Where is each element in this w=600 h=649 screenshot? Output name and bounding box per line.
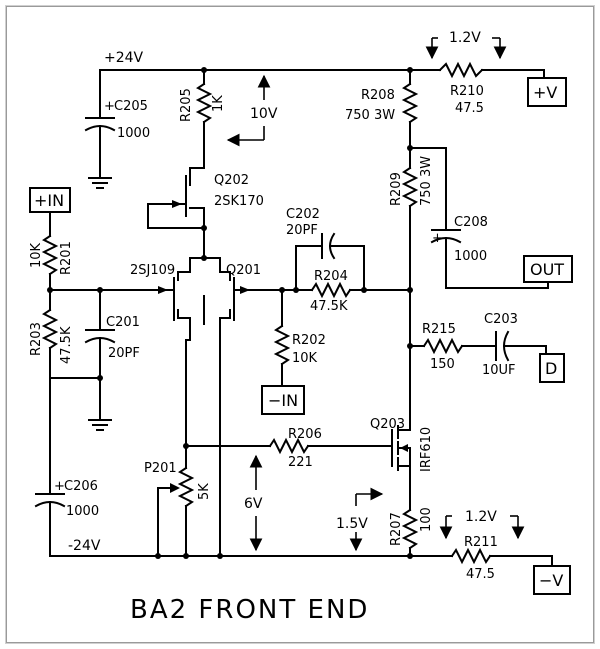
r208-ref: R208 xyxy=(361,88,395,103)
r208-value: 750 3W xyxy=(345,108,395,123)
r209 xyxy=(401,147,419,291)
r215-value: 150 xyxy=(430,357,455,372)
r211-value: 47.5 xyxy=(466,567,495,582)
v1-2-top-label: 1.2V xyxy=(449,30,481,46)
v1-2-bot-label: 1.2V xyxy=(465,509,497,525)
c205-plus: + xyxy=(104,99,115,114)
r207-ref: R207 xyxy=(389,512,404,546)
in-neg-label: −IN xyxy=(268,391,298,410)
r207-value: 100 xyxy=(419,507,434,532)
r210-ref: R210 xyxy=(450,84,484,99)
r206-value: 221 xyxy=(288,455,313,470)
q202 xyxy=(147,167,207,259)
c208-ref: C208 xyxy=(454,215,488,230)
c205-value: 1000 xyxy=(117,126,150,141)
pos-rail-label: +24V xyxy=(104,50,144,66)
vpos-label: +V xyxy=(533,83,557,102)
r205 xyxy=(195,69,213,169)
c201 xyxy=(84,289,116,431)
c205 xyxy=(84,69,116,189)
q203 xyxy=(391,345,411,497)
c206-plus: + xyxy=(54,479,65,494)
q201-part: 2SJ109 xyxy=(130,263,175,278)
r208 xyxy=(401,69,419,151)
c205-ref: C205 xyxy=(114,99,148,114)
v10-label: 10V xyxy=(250,106,278,122)
r201-value: 10K xyxy=(29,242,44,268)
r206-ref: R206 xyxy=(288,427,322,442)
c208-value: 1000 xyxy=(454,249,487,264)
c206-ref: C206 xyxy=(64,479,98,494)
v6-label: 6V xyxy=(244,496,263,512)
r203-value: 47.5K xyxy=(59,326,74,364)
feedback-network xyxy=(289,232,413,299)
q202-part: 2SK170 xyxy=(214,194,264,209)
d-terminal[interactable] xyxy=(539,353,565,383)
neg-rail xyxy=(49,553,453,559)
v1-5-label: 1.5V xyxy=(336,516,368,532)
c206 xyxy=(34,377,66,557)
v1-2-top-indicator xyxy=(425,37,507,60)
q202-ref: Q202 xyxy=(214,173,249,188)
c202-value: 20PF xyxy=(286,223,318,238)
c202-ref: C202 xyxy=(286,207,320,222)
r202 xyxy=(273,287,291,387)
r205-value: 1K xyxy=(211,95,226,112)
r206 xyxy=(183,437,393,455)
r204-ref: R204 xyxy=(314,269,348,284)
v10-indicator xyxy=(226,74,271,147)
out-terminal[interactable] xyxy=(523,255,573,283)
c208-plus: + xyxy=(432,231,443,246)
vpos-terminal[interactable] xyxy=(527,77,567,107)
r210-value: 47.5 xyxy=(455,101,484,116)
diagram-title: BA2 FRONT END xyxy=(130,595,369,625)
q203-ref: Q203 xyxy=(370,417,405,432)
vneg-terminal[interactable] xyxy=(533,565,571,595)
r211-ref: R211 xyxy=(464,535,498,550)
r202-value: 10K xyxy=(292,351,318,366)
c203-value: 10UF xyxy=(482,363,516,378)
c201-value: 20PF xyxy=(108,346,140,361)
q203-part: IRF610 xyxy=(419,427,434,472)
neg-rail-label: -24V xyxy=(68,538,101,554)
r215-ref: R215 xyxy=(422,322,456,337)
r201 xyxy=(41,211,59,291)
d-label: D xyxy=(545,359,557,378)
p201[interactable] xyxy=(157,445,195,557)
p201-value: 5K xyxy=(197,483,212,500)
pos-rail xyxy=(99,67,441,73)
r201-ref: R201 xyxy=(59,241,74,275)
c208 xyxy=(409,147,549,289)
v1-5-indicator xyxy=(349,487,384,552)
c206-value: 1000 xyxy=(66,504,99,519)
r207 xyxy=(401,495,419,559)
r204-value: 47.5K xyxy=(310,299,348,314)
out-label: OUT xyxy=(530,260,564,279)
c201-ref: C201 xyxy=(106,315,140,330)
in-neg-terminal[interactable] xyxy=(261,385,305,415)
r202-ref: R202 xyxy=(292,333,326,348)
p201-ref: P201 xyxy=(144,461,177,476)
input-line xyxy=(47,287,169,293)
in-pos-label: +IN xyxy=(34,191,64,210)
vneg-label: −V xyxy=(539,571,563,590)
ground-symbol xyxy=(88,419,112,431)
r211 xyxy=(450,547,553,567)
r205-ref: R205 xyxy=(179,88,194,122)
frame-border xyxy=(6,6,594,643)
q201-ref: Q201 xyxy=(226,263,261,278)
c203-ref: C203 xyxy=(484,312,518,327)
r215-branch xyxy=(407,289,547,362)
r210 xyxy=(438,61,545,79)
ground-symbol xyxy=(88,177,112,189)
r209-value: 750 3W xyxy=(419,156,434,206)
v1-2-bot-indicator xyxy=(439,515,525,540)
r203-ref: R203 xyxy=(29,322,44,356)
r209-ref: R209 xyxy=(389,172,404,206)
